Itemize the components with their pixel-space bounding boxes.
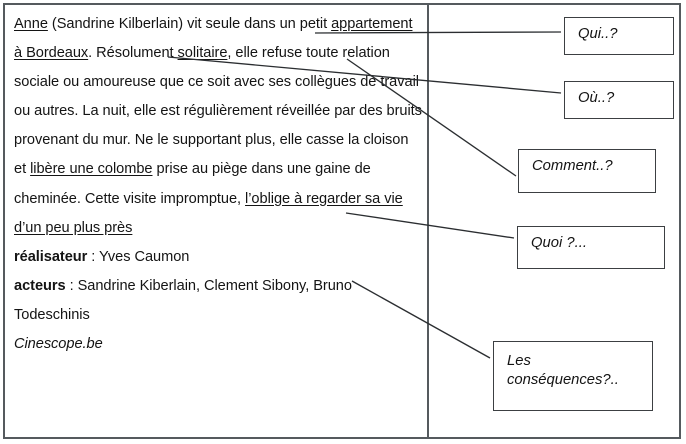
question-box-ou[interactable]: Où..? — [564, 81, 674, 119]
question-label-consequences-line1: Les — [507, 353, 531, 369]
question-label-comment: Comment..? — [532, 158, 613, 174]
keyword-solitaire: solitaire — [177, 45, 228, 62]
question-label-ou: Où..? — [578, 90, 615, 106]
page-frame — [3, 3, 681, 439]
keyword-oblige-regarder-sa-vie: l’oblige à regarder sa vie d’un peu plus… — [14, 190, 403, 236]
credit-actors: acteurs : Sandrine Kiberlain, Clement Si… — [14, 272, 424, 330]
question-box-consequences[interactable]: Les conséquences?.. — [493, 341, 653, 411]
question-box-qui[interactable]: Qui..? — [564, 17, 674, 55]
actors-label: acteurs — [14, 277, 66, 294]
synopsis-run-3: . Résolument — [88, 45, 178, 62]
question-label-qui: Qui..? — [578, 26, 618, 42]
synopsis-column: Anne (Sandrine Kilberlain) vit seule dan… — [14, 10, 424, 359]
actors-separator: : — [65, 277, 78, 294]
question-label-quoi: Quoi ?... — [531, 235, 587, 251]
keyword-anne: Anne — [14, 16, 48, 32]
question-box-comment[interactable]: Comment..? — [518, 149, 656, 193]
question-box-quoi[interactable]: Quoi ?... — [517, 226, 665, 269]
source-credit: Cinescope.be — [14, 336, 103, 353]
keyword-appartement-bordeaux: appartement à Bordeaux — [14, 16, 413, 62]
credit-director: réalisateur : Yves Caumon — [14, 243, 424, 272]
actors-value: Sandrine Kiberlain, Clement Sibony, Brun… — [14, 277, 352, 323]
director-value: Yves Caumon — [99, 248, 190, 265]
synopsis-paragraph: Anne (Sandrine Kilberlain) vit seule dan… — [14, 10, 424, 243]
keyword-libere-une-colombe: libère une colombe — [30, 161, 153, 178]
director-separator: : — [87, 248, 100, 265]
director-label: réalisateur — [14, 248, 88, 265]
synopsis-run-7: prise au piège dans une gaine de cheminé… — [14, 161, 371, 207]
question-label-consequences-line2: conséquences?.. — [507, 372, 619, 388]
synopsis-run-5: , elle refuse toute relation sociale ou … — [14, 45, 422, 178]
synopsis-run-1: (Sandrine Kilberlain) vit seule dans un … — [47, 16, 332, 32]
column-divider — [427, 5, 429, 437]
